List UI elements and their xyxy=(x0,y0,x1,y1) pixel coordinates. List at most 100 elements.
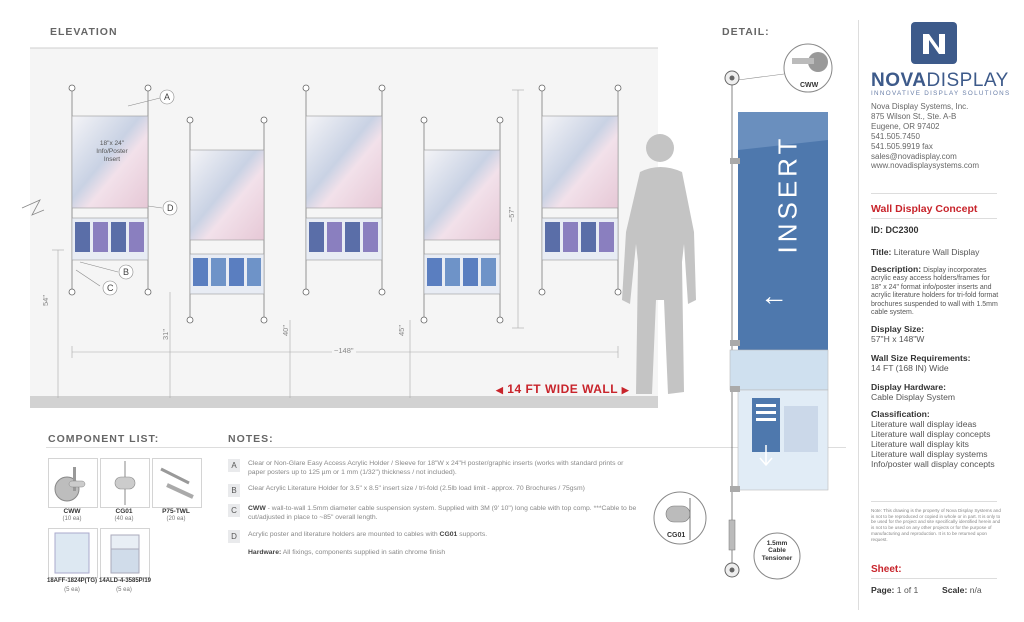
detail-drawing xyxy=(724,43,833,578)
divider-line xyxy=(46,447,846,448)
wall-size: Wall Size Requirements: 14 FT (168 IN) W… xyxy=(871,353,971,374)
dim-40: 40" xyxy=(281,324,291,337)
tensioner-magnifier xyxy=(753,532,801,580)
brand-name-light: DISPLAY xyxy=(926,70,1009,91)
note-text: Clear or Non-Glare Easy Access Acrylic H… xyxy=(248,460,624,476)
note-key: B xyxy=(228,484,240,497)
address-line: 541.505.9919 fax xyxy=(871,141,933,151)
display-size-label: Display Size: xyxy=(871,324,925,334)
scale-value: n/a xyxy=(969,585,982,595)
detail-heading: DETAIL: xyxy=(722,26,770,38)
brand-logo-icon xyxy=(911,22,957,64)
page-value: 1 of 1 xyxy=(896,585,919,595)
page-label: Page: xyxy=(871,585,895,595)
cww-detail-label: CWW xyxy=(800,82,819,89)
insert-word: INSERT xyxy=(772,134,803,254)
wall-width-label: ◀ 14 FT WIDE WALL ▶ xyxy=(496,382,630,396)
note-bold: CWW xyxy=(248,505,266,512)
sheet-title-label: Title: xyxy=(871,247,892,257)
classification-item[interactable]: Info/poster wall display concepts xyxy=(871,459,995,470)
component-poster-holder-image xyxy=(48,528,98,578)
display-size: Display Size: 57"H x 148"W xyxy=(871,324,924,345)
arrow-left-icon: ◀ xyxy=(496,385,504,395)
elevation-drawing xyxy=(21,47,696,408)
note-body: - wall-to-wall 1.5mm diameter cable susp… xyxy=(248,505,637,521)
scale-label: Scale: xyxy=(942,585,968,595)
dim-54: 54" xyxy=(41,294,51,307)
sheet-title: Title: Literature Wall Display xyxy=(871,247,1001,257)
display-hardware: Display Hardware: Cable Display System xyxy=(871,382,955,403)
note-key: A xyxy=(228,459,240,472)
classification-item[interactable]: Literature wall display kits xyxy=(871,439,969,450)
wall-size-value: 14 FT (168 IN) Wide xyxy=(871,363,949,374)
dim-31: 31" xyxy=(161,328,171,341)
display-hardware-value: Cable Display System xyxy=(871,392,956,403)
sheet-id: ID: DC2300 xyxy=(871,225,919,236)
company-address: Nova Display Systems, Inc. 875 Wilson St… xyxy=(871,102,979,171)
classification-item[interactable]: Literature wall display concepts xyxy=(871,429,991,440)
dim-57: ~57" xyxy=(507,206,517,223)
scale-info: Scale: n/a xyxy=(942,585,982,595)
note-body: Acrylic poster and literature holders ar… xyxy=(248,531,440,538)
address-line: 875 Wilson St., Ste. A-B xyxy=(871,111,957,121)
classification-label: Classification: xyxy=(871,409,930,419)
brand-name-bold: NOVA xyxy=(871,70,927,91)
note-body-end: supports. xyxy=(457,531,488,538)
address-line[interactable]: www.novadisplaysystems.com xyxy=(871,161,980,171)
display-size-value: 57"H x 148"W xyxy=(871,334,925,345)
component-qty: (20 ea) xyxy=(166,516,186,522)
brand-name: NOVADISPLAY xyxy=(871,70,1009,92)
note-text: Acrylic poster and literature holders ar… xyxy=(248,531,638,540)
note-text: Clear Acrylic Literature Holder for 3.5"… xyxy=(248,485,585,492)
rp-divider xyxy=(871,501,997,502)
callout-c: C xyxy=(107,283,114,293)
address-line[interactable]: sales@novadisplay.com xyxy=(871,151,957,161)
component-qty: (5 ea) xyxy=(64,587,80,593)
rp-divider xyxy=(871,578,997,579)
note-key: D xyxy=(228,530,240,543)
component-code: 14ALD-4-3585P/19 xyxy=(98,578,152,584)
notes-heading: NOTES: xyxy=(228,433,274,445)
legal-note: Note: This drawing is the property of No… xyxy=(871,508,1001,542)
sheet-id-value: DC2300 xyxy=(885,225,919,235)
component-code: P75-TWL xyxy=(162,508,190,515)
address-line: Eugene, OR 97402 xyxy=(871,121,940,131)
note-bold: CG01 xyxy=(439,531,458,538)
dim-148: ~148" xyxy=(332,346,356,355)
tensioner-label: 1.5mm Cable Tensioner xyxy=(761,540,793,562)
component-qty: (10 ea) xyxy=(62,516,82,522)
classification-item[interactable]: Literature wall display systems xyxy=(871,449,988,460)
sheet-description: Description: Display incorporates acryli… xyxy=(871,264,1001,317)
component-p75-image xyxy=(152,458,202,508)
hardware-note: Hardware: All fixings, components suppli… xyxy=(248,549,445,556)
wall-size-label: Wall Size Requirements: xyxy=(871,353,971,363)
component-qty: (40 ea) xyxy=(114,516,134,522)
component-code: 18AFF-1824P(TG) xyxy=(46,578,97,584)
hardware-note-label: Hardware: xyxy=(248,549,282,556)
callout-d: D xyxy=(167,203,174,213)
brand-tagline: INNOVATIVE DISPLAY SOLUTIONS xyxy=(871,90,1011,97)
sheet-label: Sheet: xyxy=(871,564,902,575)
sheet-desc-label: Description: xyxy=(871,264,922,274)
sheet-title-value: Literature Wall Display xyxy=(893,247,980,257)
poster-insert-label: 18"x 24" Info/Poster Insert xyxy=(96,140,128,163)
page-info: Page: 1 of 1 xyxy=(871,585,918,595)
address-line: 541.505.7450 xyxy=(871,131,920,141)
classification: Classification: Literature wall display … xyxy=(871,409,995,469)
rp-divider xyxy=(871,218,997,219)
display-hardware-label: Display Hardware: xyxy=(871,382,946,392)
dim-45: 45" xyxy=(397,324,407,337)
component-qty: (5 ea) xyxy=(116,587,132,593)
panel-border xyxy=(858,20,859,610)
arrow-right-icon: ▶ xyxy=(621,385,630,395)
component-cww-image xyxy=(48,458,98,508)
classification-item[interactable]: Literature wall display ideas xyxy=(871,419,977,430)
cg01-magnifier xyxy=(653,491,707,545)
rp-divider xyxy=(871,193,997,194)
hardware-note-text: All fixings, components supplied in sati… xyxy=(281,549,446,556)
arrow-left-icon: ← xyxy=(760,280,788,311)
address-line: Nova Display Systems, Inc. xyxy=(871,102,969,111)
component-code: CWW xyxy=(63,508,81,515)
sheet-id-label: ID: xyxy=(871,225,883,235)
elevation-heading: ELEVATION xyxy=(50,26,118,38)
